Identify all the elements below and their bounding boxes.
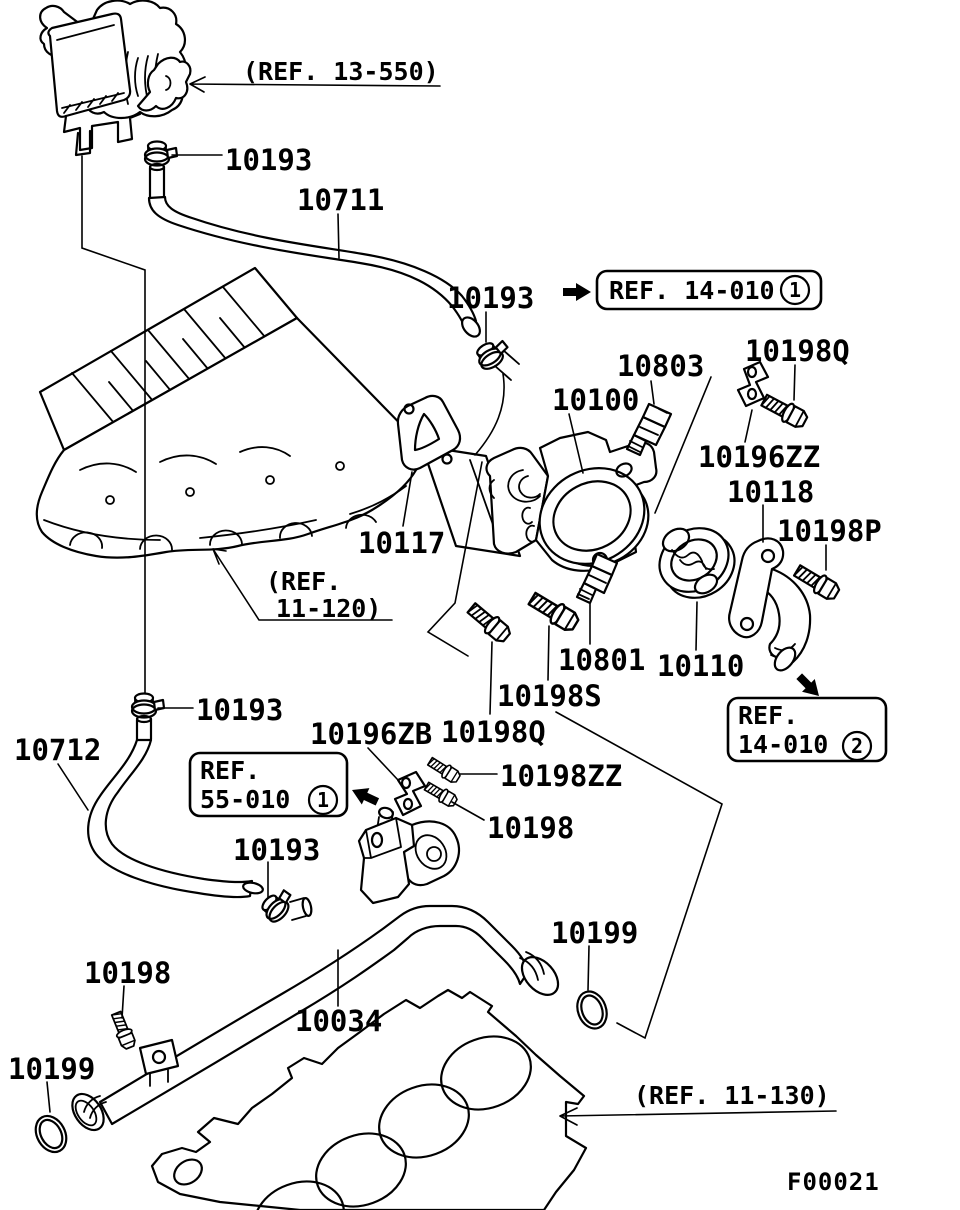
sensor-10801 bbox=[575, 552, 619, 605]
part-label-10196ZZ: 10196ZZ bbox=[698, 440, 820, 474]
bolt-10198-upper bbox=[422, 779, 460, 810]
bolt-10198S bbox=[525, 587, 583, 636]
pipe-joint-assembly bbox=[357, 806, 461, 905]
bolt-10198ZZ bbox=[425, 754, 463, 786]
thermostat-10110 bbox=[658, 527, 736, 599]
bracket-10196ZB bbox=[393, 770, 427, 817]
ref-box-14-010-1-text: REF. 14-010 bbox=[609, 276, 775, 305]
ref-arrow-13-550 bbox=[189, 76, 441, 93]
figure-code: F00021 bbox=[787, 1168, 880, 1196]
arrow-to-ref-55-010 bbox=[348, 781, 382, 810]
part-label-10712: 10712 bbox=[14, 733, 101, 767]
part-label-10198ZZ: 10198ZZ bbox=[500, 759, 622, 793]
ref-box-14-010-2: REF. 14-010 2 bbox=[726, 696, 888, 763]
part-label-10198S: 10198S bbox=[497, 679, 602, 713]
bolt-10198Q-lower bbox=[463, 599, 515, 647]
ref-label-11-120-line1: (REF. bbox=[266, 567, 341, 596]
gasket-10117 bbox=[396, 394, 462, 471]
ref-box-14-010-2-line2: 14-010 bbox=[738, 730, 828, 759]
part-label-10193-2: 10193 bbox=[447, 281, 534, 315]
ref-box-55-010-line2: 55-010 bbox=[200, 785, 290, 814]
leader-group-to-block bbox=[555, 711, 723, 1040]
ref-box-55-010-line1: REF. bbox=[200, 756, 260, 785]
water-pipe-10034 bbox=[71, 904, 560, 1132]
part-label-10196ZB: 10196ZB bbox=[310, 717, 432, 751]
ref-arrow-11-120 bbox=[212, 548, 393, 621]
part-label-10198Q-2: 10198Q bbox=[441, 715, 546, 749]
ref-label-11-120-line2: 11-120) bbox=[276, 594, 381, 623]
part-label-10193-4: 10193 bbox=[233, 833, 320, 867]
arrow-to-ref-14-010-1 bbox=[563, 283, 591, 301]
o-ring-10199-right bbox=[576, 990, 608, 1030]
ref-label-11-130: (REF. 11-130) bbox=[634, 1081, 830, 1110]
ref-arrow-11-130 bbox=[559, 1107, 837, 1126]
ref-box-14-010-1: REF. 14-010 1 bbox=[595, 269, 823, 311]
ref-box-14-010-2-num: 2 bbox=[851, 734, 863, 758]
part-label-10110: 10110 bbox=[657, 649, 744, 683]
part-label-10711: 10711 bbox=[297, 183, 384, 217]
leader-throttle-to-hose bbox=[81, 155, 146, 695]
sensor-10803 bbox=[625, 402, 673, 457]
ref-label-13-550: (REF. 13-550) bbox=[243, 57, 439, 86]
part-label-10117: 10117 bbox=[358, 526, 445, 560]
part-label-10803: 10803 bbox=[617, 349, 704, 383]
part-label-10118: 10118 bbox=[727, 475, 814, 509]
ref-box-55-010: REF. 55-010 1 bbox=[188, 751, 349, 818]
part-label-10801: 10801 bbox=[558, 643, 645, 677]
group-line-head-end bbox=[426, 461, 483, 657]
clamp-10193-top bbox=[143, 140, 179, 167]
part-label-10100: 10100 bbox=[552, 383, 639, 417]
cylinder-head bbox=[35, 266, 522, 559]
ref-box-14-010-1-num: 1 bbox=[789, 278, 801, 302]
part-label-10198-2: 10198 bbox=[84, 956, 171, 990]
ref-box-55-010-num: 1 bbox=[317, 788, 329, 812]
throttle-body bbox=[39, 0, 192, 157]
water-inlet-housing-10100 bbox=[485, 430, 658, 572]
part-label-10199-1: 10199 bbox=[551, 916, 638, 950]
clamp-10193-lower bbox=[256, 884, 299, 927]
o-ring-10199-left bbox=[34, 1114, 68, 1154]
water-outlet-10118 bbox=[728, 537, 812, 672]
part-label-10193-3: 10193 bbox=[196, 693, 283, 727]
part-label-10198Q-1: 10198Q bbox=[745, 334, 850, 368]
bolt-10198-lower bbox=[107, 1009, 139, 1052]
leader-10803-mount bbox=[654, 376, 712, 514]
part-label-10198-1: 10198 bbox=[487, 811, 574, 845]
part-label-10199-2: 10199 bbox=[8, 1052, 95, 1086]
part-label-10198P: 10198P bbox=[777, 514, 882, 548]
leader-lines bbox=[46, 154, 827, 1113]
part-label-10193-1: 10193 bbox=[225, 143, 312, 177]
bracket-10196ZZ bbox=[736, 360, 770, 408]
ref-box-14-010-2-line1: REF. bbox=[738, 701, 798, 730]
clamp-10193-left bbox=[130, 692, 166, 719]
bolt-10198Q-upper bbox=[758, 390, 811, 432]
hose-10712 bbox=[87, 714, 313, 921]
part-label-10034: 10034 bbox=[295, 1004, 382, 1038]
engine-block bbox=[150, 988, 588, 1210]
